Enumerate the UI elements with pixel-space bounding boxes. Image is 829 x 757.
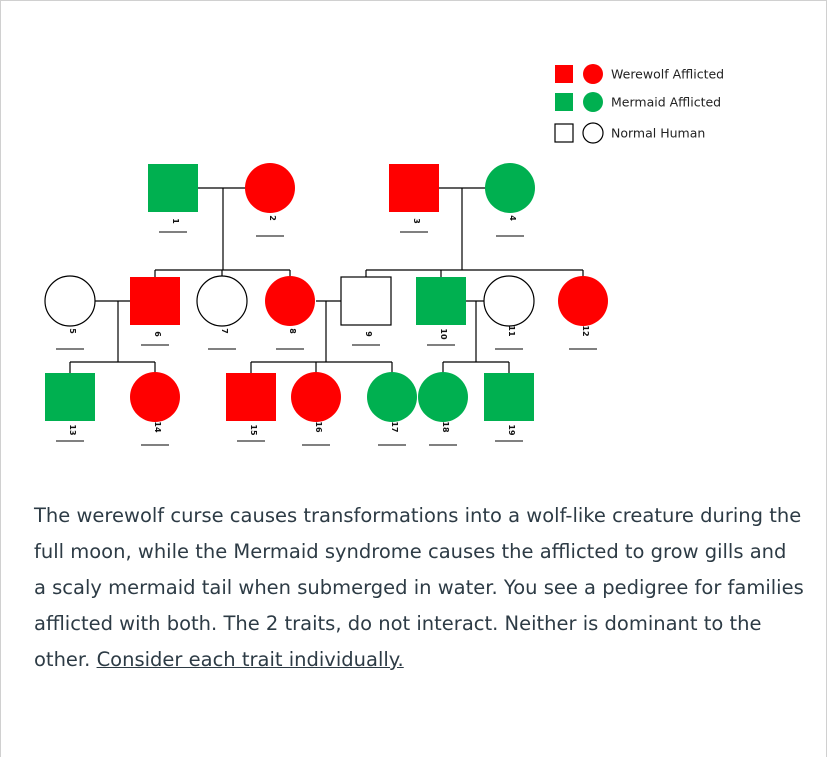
individual-17: 17 (367, 372, 417, 446)
individual-number: 7 (220, 328, 229, 334)
female-circle-icon (367, 372, 417, 422)
legend-item-3: Normal Human (554, 122, 705, 144)
female-circle-icon (291, 372, 341, 422)
individual-16: 16 (291, 372, 341, 446)
legend-label: Normal Human (611, 126, 705, 141)
individual-7: 7 (196, 275, 248, 350)
female-circle-icon (44, 275, 96, 327)
legend-circle-icon (583, 64, 603, 84)
male-square-icon (148, 164, 198, 212)
emphasis-text: Consider each trait individually. (96, 648, 404, 671)
male-square-icon (484, 373, 534, 421)
female-circle-icon (130, 372, 180, 422)
legend-circle-icon (583, 92, 603, 112)
female-circle-icon (245, 163, 295, 213)
individual-number: 9 (364, 331, 373, 337)
individual-12: 12 (558, 276, 608, 350)
male-square-icon (416, 277, 466, 325)
individual-11: 11 (483, 275, 535, 350)
individual-number: 10 (439, 328, 448, 340)
female-circle-icon (483, 275, 535, 327)
individual-number: 1 (171, 218, 180, 224)
individual-number: 11 (507, 325, 516, 337)
male-square-icon (226, 373, 276, 421)
individual-number: 19 (507, 424, 516, 436)
individual-number: 3 (412, 218, 421, 224)
individual-9: 9 (340, 276, 392, 346)
individual-number: 5 (68, 328, 77, 334)
female-circle-icon (485, 163, 535, 213)
legend-square-icon (554, 123, 574, 143)
individual-number: 16 (314, 421, 323, 433)
description-text: The werewolf curse causes transformation… (34, 504, 804, 671)
male-square-icon (130, 277, 180, 325)
legend-item-2: Mermaid Afflicted (555, 92, 721, 112)
problem-description: The werewolf curse causes transformation… (34, 498, 804, 678)
individual-number: 6 (153, 331, 162, 337)
legend-square-icon (555, 93, 573, 111)
male-square-icon (45, 373, 95, 421)
individual-2: 2 (245, 163, 295, 237)
individual-8: 8 (265, 276, 315, 350)
individual-number: 18 (441, 421, 450, 433)
individual-number: 14 (153, 421, 162, 433)
legend-label: Werewolf Afflicted (611, 67, 724, 82)
individual-number: 12 (581, 325, 590, 336)
female-circle-icon (265, 276, 315, 326)
legend-label: Mermaid Afflicted (611, 95, 721, 110)
female-circle-icon (196, 275, 248, 327)
legend-item-1: Werewolf Afflicted (555, 64, 724, 84)
male-square-icon (389, 164, 439, 212)
individual-18: 18 (418, 372, 468, 446)
individual-1: 1 (148, 164, 198, 233)
individual-15: 15 (226, 373, 276, 442)
individual-19: 19 (484, 373, 534, 442)
individual-number: 13 (68, 424, 77, 435)
individual-number: 17 (390, 421, 399, 432)
female-circle-icon (558, 276, 608, 326)
individual-14: 14 (130, 372, 180, 446)
individual-number: 15 (249, 424, 258, 436)
individual-number: 2 (268, 215, 277, 221)
individual-3: 3 (389, 164, 439, 233)
individual-5: 5 (44, 275, 96, 350)
individual-13: 13 (45, 373, 95, 442)
female-circle-icon (418, 372, 468, 422)
male-square-icon (340, 276, 392, 326)
legend-square-icon (555, 65, 573, 83)
individual-6: 6 (130, 277, 180, 346)
individual-number: 4 (508, 215, 517, 221)
individual-number: 8 (288, 328, 297, 334)
individual-10: 10 (416, 277, 466, 346)
legend-circle-icon (582, 122, 604, 144)
individual-4: 4 (485, 163, 535, 237)
